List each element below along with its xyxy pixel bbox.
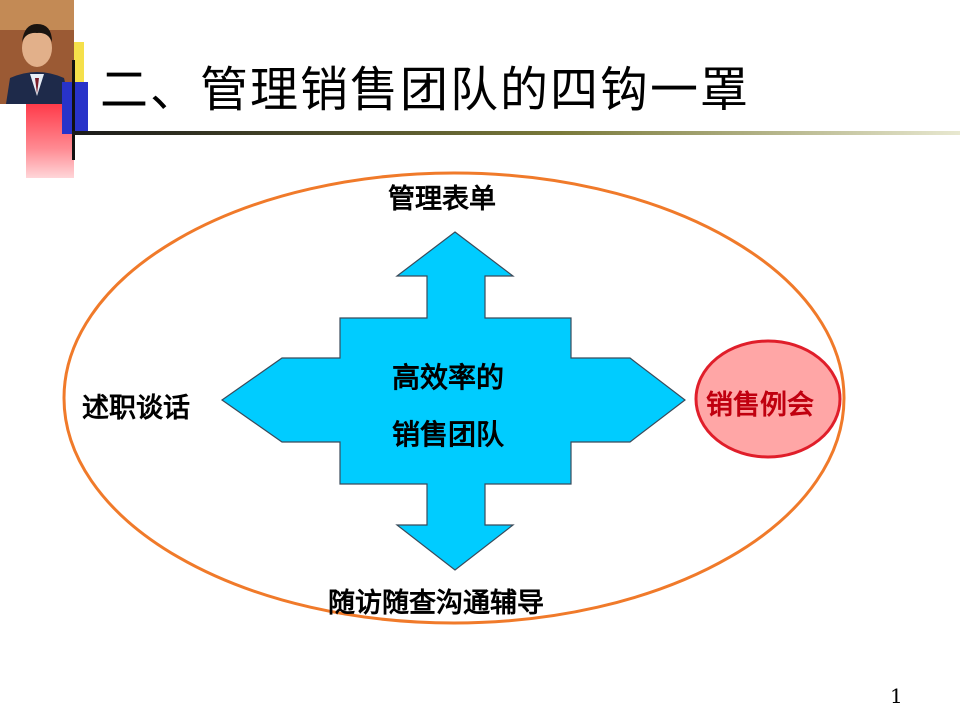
four-way-arrow <box>220 231 686 571</box>
title-underline <box>72 131 960 135</box>
page-number: 1 <box>890 684 903 708</box>
decor-yellow-bar <box>74 42 84 108</box>
label-sales-meeting: 销售例会 <box>706 390 814 421</box>
center-text-line1: 高效率的 <box>392 361 505 394</box>
label-management-forms: 管理表单 <box>388 184 496 215</box>
presenter-photo <box>0 0 74 104</box>
decor-blue-block <box>62 82 88 134</box>
center-text-line2: 销售团队 <box>392 418 505 451</box>
label-visit-coaching: 随访随查沟通辅导 <box>328 588 544 619</box>
page-title: 二、管理销售团队的四钩一罩 <box>100 62 751 118</box>
sales-meeting-circle <box>694 339 842 459</box>
label-report-talk: 述职谈话 <box>82 393 190 424</box>
outer-ellipse <box>62 171 846 625</box>
decor-vertical-line <box>72 60 75 160</box>
